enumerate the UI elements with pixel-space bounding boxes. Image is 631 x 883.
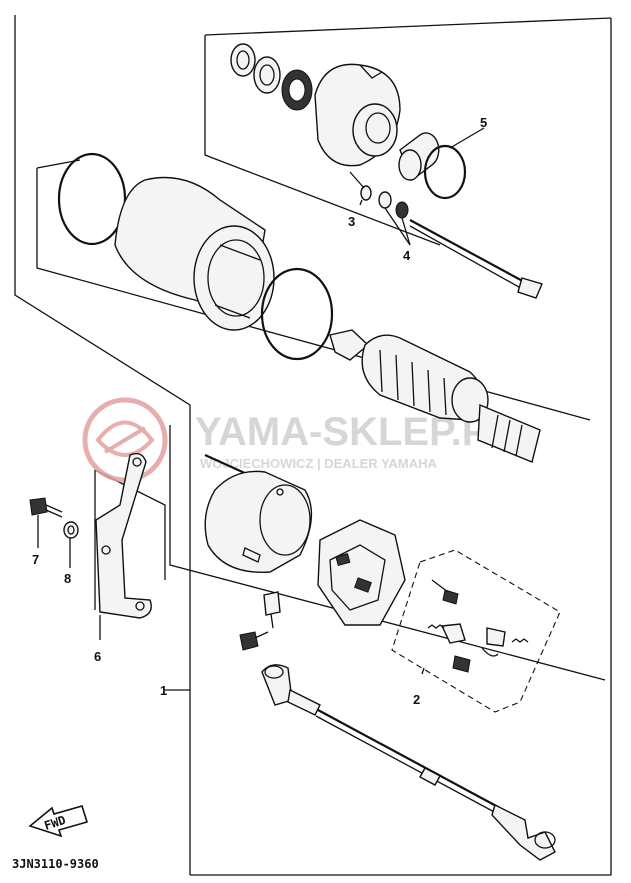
o-ring-large-right: [260, 267, 334, 361]
brush-spring-left: [427, 624, 445, 629]
armature-spline-shaft: [477, 403, 541, 463]
brush-right: [486, 627, 506, 647]
brush-screw-upper: [442, 589, 459, 605]
rear-end-cover: [204, 470, 313, 573]
bracket-bolt: [29, 497, 48, 516]
washer-ring: [230, 43, 256, 77]
washer-4b: [395, 201, 409, 219]
callout-5: 5: [480, 115, 487, 130]
brush-screw-lower: [452, 655, 471, 673]
brush-spring-right: [511, 638, 529, 643]
mount-screw: [239, 631, 259, 651]
fwd-arrow-icon: FWD: [28, 805, 89, 838]
mount-bracket-group: [29, 452, 152, 640]
callout-7: 7: [32, 552, 39, 567]
shim-ring: [253, 56, 281, 94]
mount-bracket: [95, 452, 152, 619]
armature-shaft-end: [329, 329, 370, 361]
drawing-code: 3JN3110-9360: [12, 857, 99, 871]
rear-cover-group: [204, 453, 406, 626]
callout-4: 4: [403, 248, 411, 263]
callout-6: 6: [94, 649, 101, 664]
callout-labels: 5 3 4 7 8 6 2 1: [32, 115, 487, 707]
washer-4a: [378, 191, 392, 209]
o-ring-5: [423, 144, 467, 200]
yoke-housing-group: [57, 152, 334, 361]
fwd-arrow-label: FWD: [43, 813, 68, 833]
end-cover-group: [230, 43, 543, 299]
brush-set-group: [391, 549, 561, 713]
watermark-logo-icon: [82, 397, 168, 483]
washer-3: [360, 185, 372, 201]
armature-group: [329, 329, 541, 463]
o-ring-large-left: [57, 152, 127, 246]
watermark-tagline: WOJCIECHOWICZ | DEALER YAMAHA: [200, 456, 438, 471]
terminal-and-lead-group: [239, 591, 556, 861]
bracket-washer: [63, 521, 79, 539]
callout-8: 8: [64, 571, 71, 586]
callout-2: 2: [413, 692, 420, 707]
lead-terminal-left: [261, 664, 293, 706]
lead-wire: [317, 709, 501, 809]
terminal-bolt: [263, 591, 281, 616]
callout-3: 3: [348, 214, 355, 229]
brush-left: [440, 623, 466, 644]
through-bolt: [409, 219, 531, 286]
callout-1: 1: [160, 683, 167, 698]
